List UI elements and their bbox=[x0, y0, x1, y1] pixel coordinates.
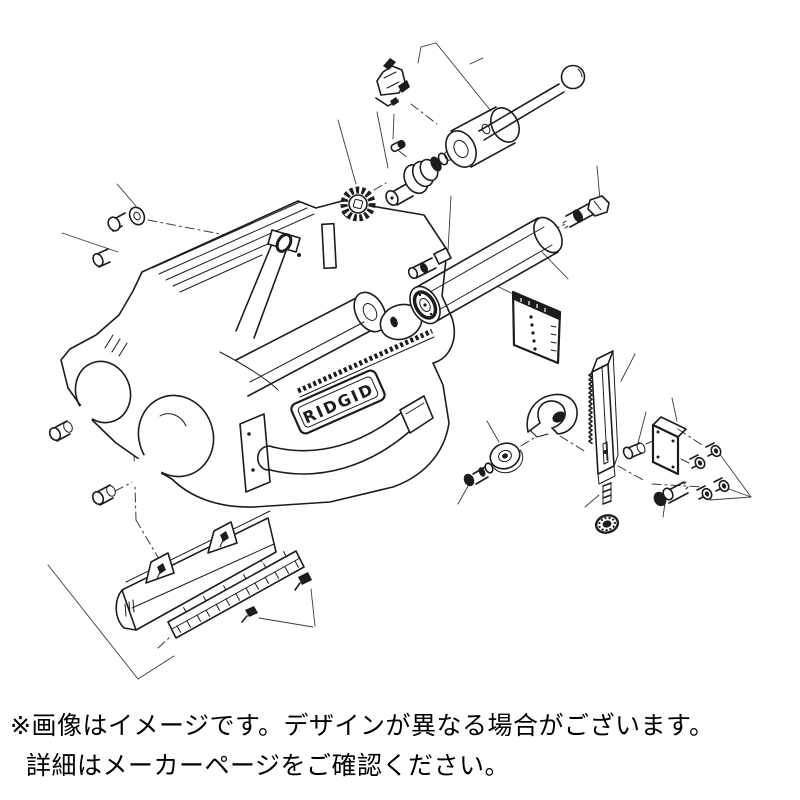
brand-badge: RIDGID bbox=[290, 369, 386, 435]
ball-handle-rod bbox=[478, 64, 586, 141]
plate-bolt bbox=[653, 481, 689, 507]
machine-body: RIDGID bbox=[58, 200, 456, 508]
small-bolt bbox=[407, 247, 452, 280]
exploded-parts-diagram: RIDGID bbox=[47, 42, 752, 680]
carriage-front-plate bbox=[239, 413, 271, 493]
rack-bar bbox=[588, 350, 619, 485]
product-image: RIDGID bbox=[47, 42, 752, 680]
knurled-nut bbox=[594, 514, 620, 534]
housing-vent-ribs bbox=[151, 201, 315, 293]
mounting-screw-1 bbox=[705, 442, 722, 458]
hex-bolt bbox=[562, 195, 610, 229]
key-pin bbox=[390, 139, 406, 153]
chip-tray bbox=[115, 510, 277, 631]
scale-strip bbox=[167, 550, 305, 639]
spring bbox=[602, 482, 612, 505]
mounting-screw-2 bbox=[689, 454, 706, 470]
knob-bolt bbox=[463, 462, 494, 487]
pinion-gear bbox=[340, 186, 376, 222]
drive-shaft-assembly bbox=[385, 151, 452, 206]
support-strut bbox=[235, 222, 337, 339]
cover-plate bbox=[651, 416, 687, 476]
disclaimer-line-1: ※画像はイメージです。デザインが異なる場合がございます。 bbox=[10, 711, 715, 740]
clutch-jaw-part bbox=[375, 58, 410, 107]
spindle-drum bbox=[235, 291, 387, 397]
image-disclaimer: ※画像はイメージです。デザインが異なる場合がございます。 詳細はメーカーページを… bbox=[10, 706, 794, 786]
spacer-sleeve bbox=[445, 106, 520, 168]
leader-lines bbox=[47, 42, 752, 680]
roller-cylinder bbox=[409, 216, 563, 325]
tray-screw-1 bbox=[294, 572, 312, 591]
screw-with-washer bbox=[107, 206, 146, 232]
retaining-pin bbox=[622, 442, 646, 460]
warning-label-plate bbox=[511, 290, 562, 365]
right-head-boss bbox=[379, 303, 423, 341]
plug-cap bbox=[92, 248, 111, 268]
clamp-yoke bbox=[526, 393, 578, 438]
dowel-pin-upper bbox=[48, 420, 73, 442]
scale-ticks bbox=[176, 551, 299, 633]
carry-handle bbox=[257, 395, 434, 475]
knob-wheel bbox=[489, 442, 524, 474]
carriage-rack-strip bbox=[296, 328, 435, 398]
disclaimer-line-2: 詳細はメーカーページをご確認ください。 bbox=[26, 751, 511, 780]
mounting-screw-3 bbox=[713, 477, 730, 493]
mounting-screw-4 bbox=[696, 485, 713, 501]
tray-flange-2 bbox=[207, 521, 238, 554]
dowel-pin-lower bbox=[91, 484, 116, 506]
bearing bbox=[412, 290, 438, 320]
tray-screw-2 bbox=[241, 606, 258, 623]
tray-flange-1 bbox=[145, 552, 175, 584]
